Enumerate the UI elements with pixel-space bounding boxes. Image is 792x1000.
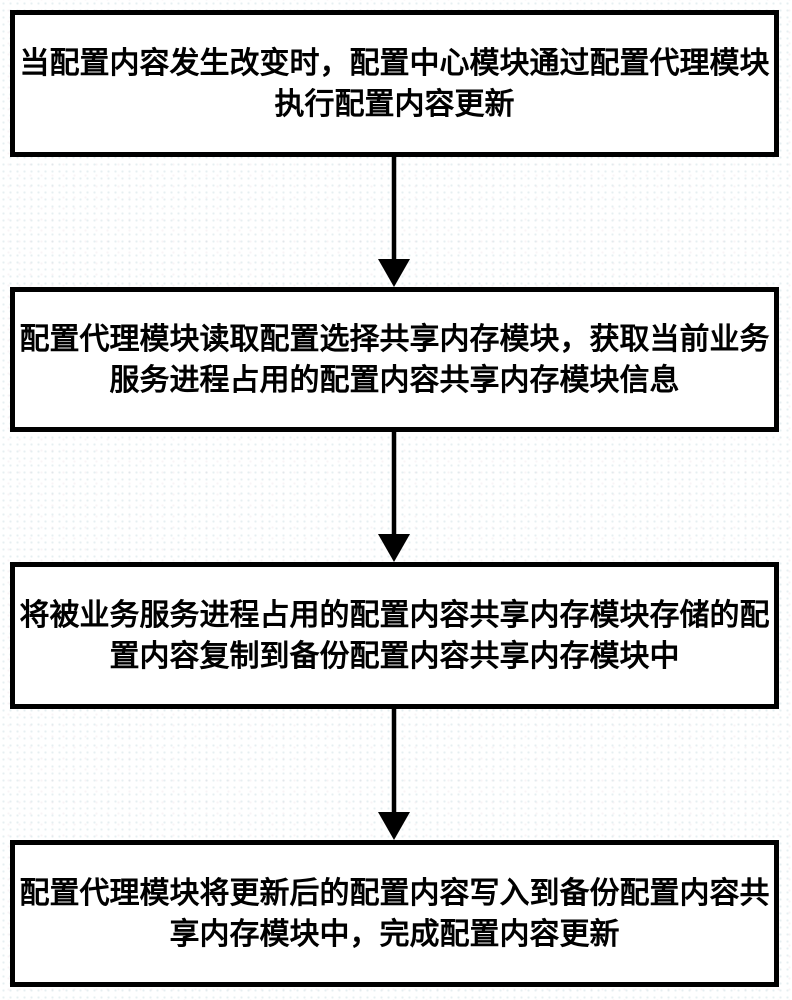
down-arrow-icon bbox=[378, 709, 410, 840]
flow-step-3-text-line-1: 将被业务服务进程占用的配置内容共享内存模块存储的配 bbox=[19, 598, 770, 632]
down-arrow-icon bbox=[378, 157, 410, 287]
flow-step-1: 当配置内容发生改变时，配置中心模块通过配置代理模块 执行配置内容更新 bbox=[10, 10, 779, 157]
flow-step-2-text-line-2: 服务进程占用的配置内容共享内存模块信息 bbox=[109, 363, 680, 397]
flow-step-3-text-line-2: 置内容复制到备份配置内容共享内存模块中 bbox=[109, 639, 680, 673]
flow-step-2: 配置代理模块读取配置选择共享内存模块，获取当前业务 服务进程占用的配置内容共享内… bbox=[10, 287, 779, 432]
flow-step-3: 将被业务服务进程占用的配置内容共享内存模块存储的配 置内容复制到备份配置内容共享… bbox=[10, 562, 779, 709]
flow-step-1-text-line-2: 执行配置内容更新 bbox=[274, 87, 515, 121]
flow-step-1-text-line-1: 当配置内容发生改变时，配置中心模块通过配置代理模块 bbox=[19, 46, 770, 80]
flow-step-2-text-line-1: 配置代理模块读取配置选择共享内存模块，获取当前业务 bbox=[19, 322, 770, 356]
flow-step-4-text-line-1: 配置代理模块将更新后的配置内容写入到备份配置内容共 bbox=[19, 876, 770, 910]
flow-step-4-text-line-2: 享内存模块中，完成配置内容更新 bbox=[169, 917, 620, 951]
down-arrow-icon bbox=[378, 432, 410, 562]
flow-step-4: 配置代理模块将更新后的配置内容写入到备份配置内容共 享内存模块中，完成配置内容更… bbox=[10, 840, 779, 987]
